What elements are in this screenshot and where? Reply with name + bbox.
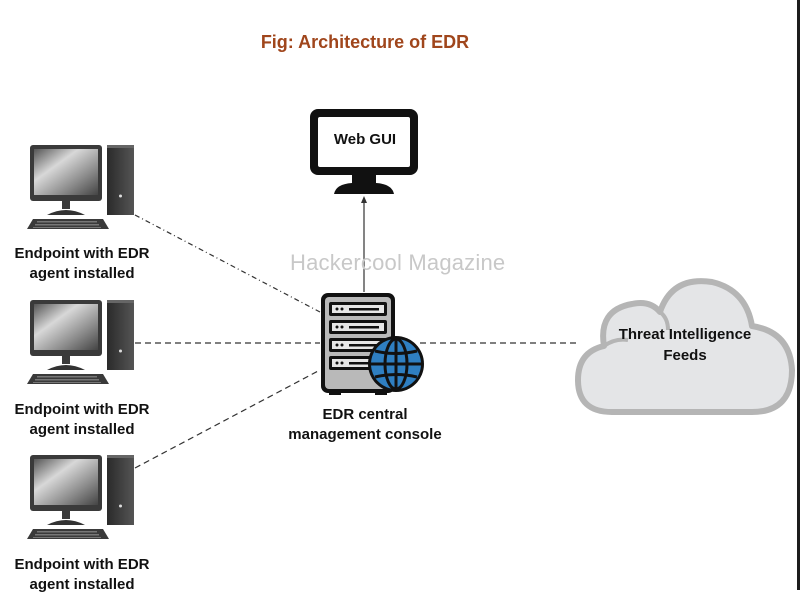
endpoint-label-line2: agent installed xyxy=(29,421,135,438)
web-gui-monitor-icon xyxy=(310,109,418,194)
console-label-line1: EDR central xyxy=(322,406,408,423)
endpoint-label-line1: Endpoint with EDR xyxy=(14,245,150,262)
cloud-label-line2: Feeds xyxy=(663,347,707,364)
link-endpoint-3 xyxy=(134,369,321,469)
endpoint-label-2: Endpoint with EDR agent installed xyxy=(0,400,172,440)
window-edge xyxy=(797,0,800,590)
endpoint-label-line2: agent installed xyxy=(29,576,135,593)
endpoint-computer-2 xyxy=(27,300,134,384)
arrow-head xyxy=(361,196,367,203)
endpoint-label-line2: agent installed xyxy=(29,265,135,282)
watermark: Hackercool Magazine xyxy=(290,250,506,275)
web-gui-label: Web GUI xyxy=(333,131,397,148)
endpoint-label-line1: Endpoint with EDR xyxy=(14,401,150,418)
endpoint-label-3: Endpoint with EDR agent installed xyxy=(0,555,172,595)
link-endpoint-1 xyxy=(134,214,321,313)
cloud-label-line1: Threat Intelligence xyxy=(618,326,752,343)
figure-title: Fig: Architecture of EDR xyxy=(260,32,470,52)
cloud-label: Threat Intelligence Feeds xyxy=(585,324,785,366)
console-label: EDR central management console xyxy=(275,405,455,445)
endpoint-computer-1 xyxy=(27,145,134,229)
endpoint-label-line1: Endpoint with EDR xyxy=(14,556,150,573)
cloud-icon xyxy=(575,278,795,415)
endpoint-label-1: Endpoint with EDR agent installed xyxy=(0,244,172,284)
console-label-line2: management console xyxy=(288,426,442,443)
endpoint-computer-3 xyxy=(27,455,134,539)
globe-icon xyxy=(368,336,424,392)
